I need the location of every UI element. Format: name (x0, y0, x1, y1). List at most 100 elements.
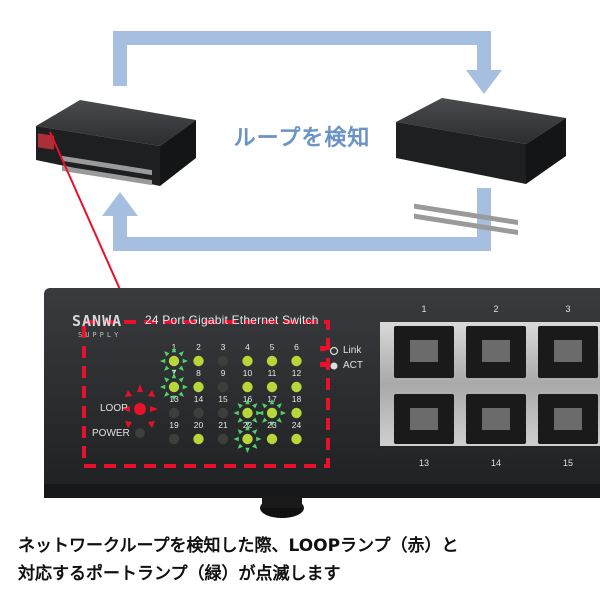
blink-ray (237, 417, 243, 423)
led-number: 17 (267, 394, 277, 404)
port-led (266, 355, 278, 367)
port-led (193, 433, 204, 445)
blink-ray (245, 421, 250, 427)
blink-ray (258, 410, 264, 416)
loop-blink-rays (122, 384, 158, 428)
port-led (266, 433, 278, 445)
blink-ray (276, 417, 282, 423)
port-led (193, 355, 204, 367)
blink-ray (252, 403, 258, 409)
blink-ray (233, 436, 239, 442)
port-led (291, 433, 302, 445)
port-led (291, 381, 302, 393)
legend-link-dot (329, 346, 339, 356)
blink-ray (171, 395, 177, 401)
blink-ray (262, 417, 268, 423)
blink-ray (160, 384, 166, 390)
port-led (168, 381, 180, 393)
led-number: 7 (172, 368, 177, 378)
led-number: 14 (194, 394, 204, 404)
brand-sub: SUPPLY (78, 331, 122, 339)
port-led (266, 381, 278, 393)
led-number: 15 (218, 394, 228, 404)
blink-ray (237, 403, 243, 409)
led-number: 8 (196, 368, 201, 378)
blink-ray (164, 351, 170, 357)
led-number: 1 (172, 342, 177, 352)
port-led (217, 381, 229, 393)
loop-label: LOOP (100, 403, 128, 414)
port-led (168, 407, 180, 419)
arrow-head-up (102, 192, 138, 216)
loop-detect-caption: ループを検知 (233, 126, 371, 151)
legend-act-label: ACT (343, 360, 363, 371)
port-led (217, 433, 229, 445)
blink-ray (262, 403, 268, 409)
led-number: 13 (169, 394, 179, 404)
blink-ray (280, 410, 286, 416)
port-led (193, 407, 204, 419)
blink-ray (245, 399, 250, 405)
panel-title: 24 Port Gigabit Ethernet Switch (145, 313, 319, 327)
led-number: 10 (243, 368, 253, 378)
blink-ray (245, 425, 250, 431)
blink-ray (178, 351, 184, 357)
power-led (135, 428, 145, 438)
port-number-top: 1 (421, 304, 427, 314)
blink-ray (252, 417, 258, 423)
led-number: 5 (270, 342, 275, 352)
description-line-2: 対応するポートランプ（緑）が点滅します (18, 564, 341, 584)
switch-left (36, 100, 196, 186)
switch-front-panel (44, 288, 600, 518)
port-led (266, 407, 278, 419)
led-number: 3 (221, 342, 226, 352)
brand-logo: SANWA (72, 312, 123, 330)
port-number-top: 3 (565, 304, 571, 314)
led-number: 4 (245, 342, 250, 352)
power-label: POWER (92, 428, 130, 439)
port-number-top: 2 (493, 304, 499, 314)
blink-ray (164, 377, 170, 383)
legend-link-label: Link (343, 345, 362, 356)
port-number-bottom: 15 (562, 458, 573, 468)
port-led (242, 355, 253, 367)
led-number: 6 (294, 342, 299, 352)
port-led (168, 355, 180, 367)
port-number-bottom: 14 (490, 458, 501, 468)
led-number: 20 (194, 420, 204, 430)
led-number: 2 (196, 342, 201, 352)
port-led (242, 381, 253, 393)
led-number: 9 (221, 368, 226, 378)
legend-act-dot (330, 362, 338, 370)
led-number: 19 (169, 420, 179, 430)
port-led (291, 407, 302, 419)
blink-ray (233, 410, 239, 416)
port-led (242, 433, 253, 445)
led-number: 24 (292, 420, 302, 430)
led-number: 11 (268, 368, 277, 378)
blink-ray (178, 391, 184, 397)
led-number: 21 (218, 420, 228, 430)
blink-ray (164, 365, 170, 371)
blink-ray (269, 399, 275, 405)
description-text: ネットワークループを検知した際、LOOPランプ（赤）と 対応するポートランプ（緑… (18, 532, 588, 588)
blink-ray (237, 429, 243, 435)
loop-led (134, 403, 146, 415)
blink-ray (171, 369, 177, 375)
blink-ray (269, 421, 275, 427)
blink-ray (252, 443, 258, 449)
blink-ray (182, 358, 188, 364)
port-led (217, 355, 229, 367)
blink-ray (178, 365, 184, 371)
led-grid: 123456789101112131415161718192021222324 (160, 342, 302, 453)
led-number: 23 (267, 420, 277, 430)
blink-ray (256, 436, 262, 442)
arrow-head-down (466, 70, 502, 94)
blink-ray (237, 443, 243, 449)
blink-ray (276, 403, 282, 409)
port-led (242, 407, 253, 419)
blink-ray (160, 358, 166, 364)
blink-ray (182, 384, 188, 390)
